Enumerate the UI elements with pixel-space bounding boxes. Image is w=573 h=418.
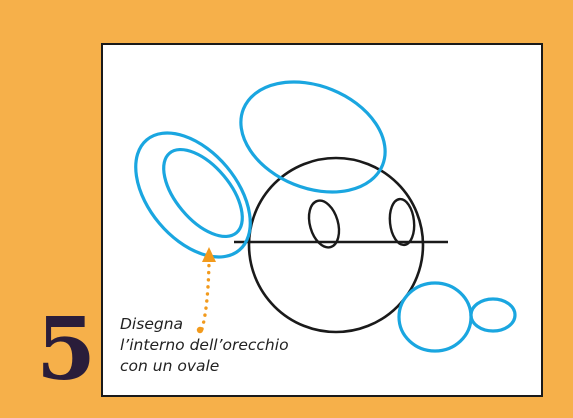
- top-ear-oval: [239, 80, 387, 194]
- left-eye-oval: [307, 199, 341, 249]
- drawing-canvas: [134, 80, 517, 353]
- drawing-frame: Disegna l’interno dell’orecchio con un o…: [101, 43, 543, 397]
- tail-circle-small: [469, 297, 517, 333]
- right-eye-oval: [388, 197, 416, 247]
- caption-line-2: l’interno dell’orecchio: [120, 336, 289, 354]
- left-ear-inner-oval: [162, 147, 244, 239]
- dotted-arrow-up-icon: [196, 247, 216, 334]
- tail-circle-large: [397, 281, 473, 353]
- caption-line-1: Disegna: [120, 315, 184, 333]
- caption-line-3: con un ovale: [120, 357, 220, 375]
- caption: Disegna l’interno dell’orecchio con un o…: [120, 314, 340, 377]
- step-number: 5: [36, 299, 96, 400]
- left-ear-outer-oval: [134, 131, 252, 259]
- head-circle: [247, 156, 425, 334]
